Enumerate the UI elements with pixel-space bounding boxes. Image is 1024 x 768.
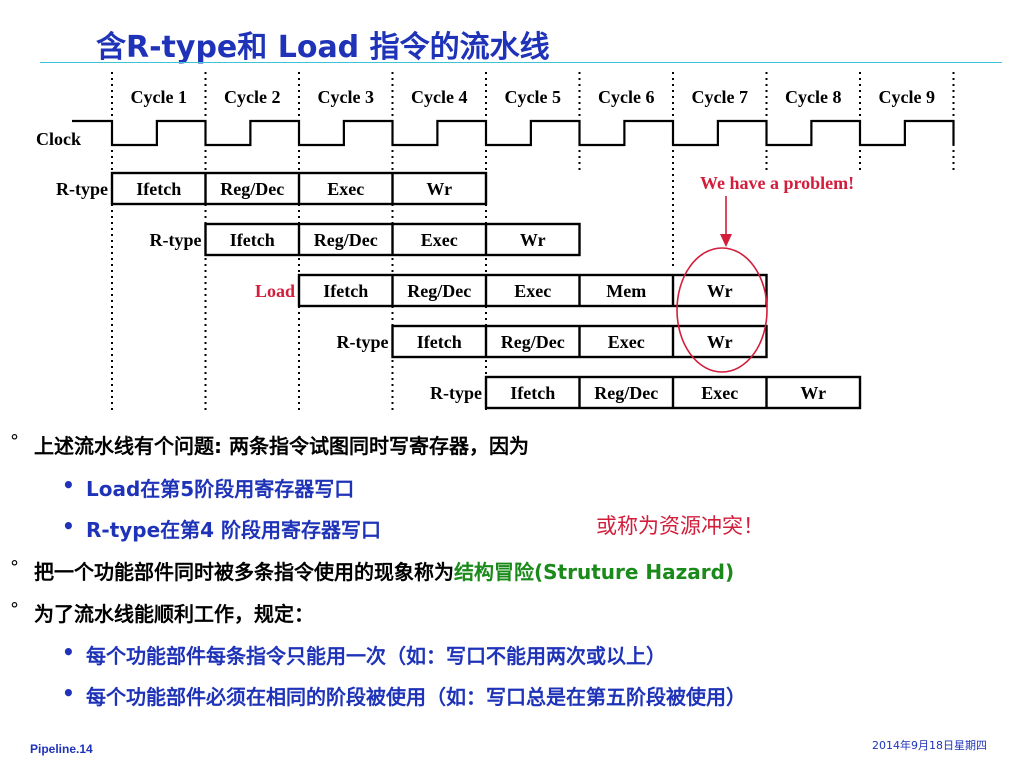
stage-label: Exec (608, 332, 645, 352)
stage-label: Exec (701, 383, 738, 403)
footer-slide-id: Pipeline.14 (30, 742, 93, 756)
stage-label: Ifetch (323, 281, 368, 301)
stage-label: Ifetch (417, 332, 462, 352)
instruction-label: Load (255, 281, 295, 301)
sub-bullet-marker: • (62, 473, 75, 497)
stage-label: Wr (520, 230, 546, 250)
stage-label: Ifetch (230, 230, 275, 250)
sub-bullet-rtype: R-type在第4 阶段用寄存器写口 (86, 518, 382, 542)
stage-label: Ifetch (136, 179, 181, 199)
instruction-label: R-type (430, 383, 482, 403)
problem-label: We have a problem! (700, 173, 854, 193)
pipeline-diagram: Cycle 1 Cycle 2 Cycle 3 Cycle 4 Cycle 5 Cycle… (36, 72, 955, 410)
clock-label: Clock (36, 129, 81, 149)
stage-box (297, 273, 768, 308)
stage-label: Wr (707, 332, 733, 352)
instruction-row: Load Ifetch Reg/Dec Exec Mem Wr (255, 273, 768, 308)
sub-bullet-rule-once: 每个功能部件每条指令只能用一次（如：写口不能用两次或以上） (86, 644, 666, 668)
cycle-label: Cycle 3 (318, 87, 374, 107)
footer-date: 2014年9月18日星期四 (872, 739, 987, 752)
instruction-label: R-type (337, 332, 389, 352)
cycle-labels: Cycle 1 Cycle 2 Cycle 3 Cycle 4 Cycle 5 Cycle… (131, 87, 935, 107)
stage-label: Reg/Dec (501, 332, 565, 352)
cycle-label: Cycle 8 (785, 87, 841, 107)
stage-label: Exec (421, 230, 458, 250)
bullet-problem: 上述流水线有个问题: 两条指令试图同时写寄存器，因为 (34, 434, 529, 458)
hazard-term: 结构冒险 (454, 560, 534, 584)
clock-waveform (72, 119, 955, 147)
cycle-label: Cycle 1 (131, 87, 187, 107)
stage-label: Reg/Dec (407, 281, 471, 301)
bullet-marker: ° (10, 599, 19, 620)
conflict-circle (676, 247, 768, 373)
stage-label: Reg/Dec (220, 179, 284, 199)
cycle-label: Cycle 2 (224, 87, 280, 107)
instruction-row: R-type Ifetch Reg/Dec Exec Wr (56, 171, 488, 206)
stage-label: Reg/Dec (594, 383, 658, 403)
stage-label: Reg/Dec (314, 230, 378, 250)
title-rule (40, 62, 1002, 63)
instruction-label: R-type (56, 179, 108, 199)
bullet-rules: 为了流水线能顺利工作，规定： (34, 602, 314, 626)
cycle-label: Cycle 9 (879, 87, 935, 107)
hazard-term-english: (Struture Hazard) (534, 560, 735, 584)
stage-label: Ifetch (510, 383, 555, 403)
cycle-label: Cycle 6 (598, 87, 654, 107)
slide-title: 含R-type和 Load 指令的流水线 (96, 30, 550, 65)
stage-label: Wr (426, 179, 452, 199)
bullet-marker: ° (10, 557, 19, 578)
sub-bullet-marker: • (62, 514, 75, 538)
stage-label: Mem (606, 281, 646, 301)
stage-label: Wr (707, 281, 733, 301)
resource-conflict-note: 或称为资源冲突！ (596, 514, 764, 538)
instruction-row: R-type Ifetch Reg/Dec Exec Wr (430, 375, 862, 410)
cycle-label: Cycle 5 (505, 87, 561, 107)
stage-label: Exec (327, 179, 364, 199)
sub-bullet-rule-same-stage: 每个功能部件必须在相同的阶段被使用（如：写口总是在第五阶段被使用） (86, 685, 746, 709)
sub-bullet-marker: • (62, 640, 75, 664)
cycle-label: Cycle 4 (411, 87, 467, 107)
cycle-label: Cycle 7 (692, 87, 748, 107)
sub-bullet-load: Load在第5阶段用寄存器写口 (86, 477, 355, 501)
hazard-definition-text: 把一个功能部件同时被多条指令使用的现象称为 (34, 560, 454, 584)
sub-bullet-marker: • (62, 681, 75, 705)
bullet-marker: ° (10, 431, 19, 452)
problem-arrow-head (720, 234, 732, 247)
instruction-row: R-type Ifetch Reg/Dec Exec Wr (337, 324, 768, 359)
stage-label: Wr (800, 383, 826, 403)
instruction-label: R-type (150, 230, 202, 250)
stage-label: Exec (514, 281, 551, 301)
bullet-hazard-definition: 把一个功能部件同时被多条指令使用的现象称为结构冒险(Struture Hazar… (34, 556, 734, 585)
instruction-row: R-type Ifetch Reg/Dec Exec Wr (150, 222, 581, 257)
